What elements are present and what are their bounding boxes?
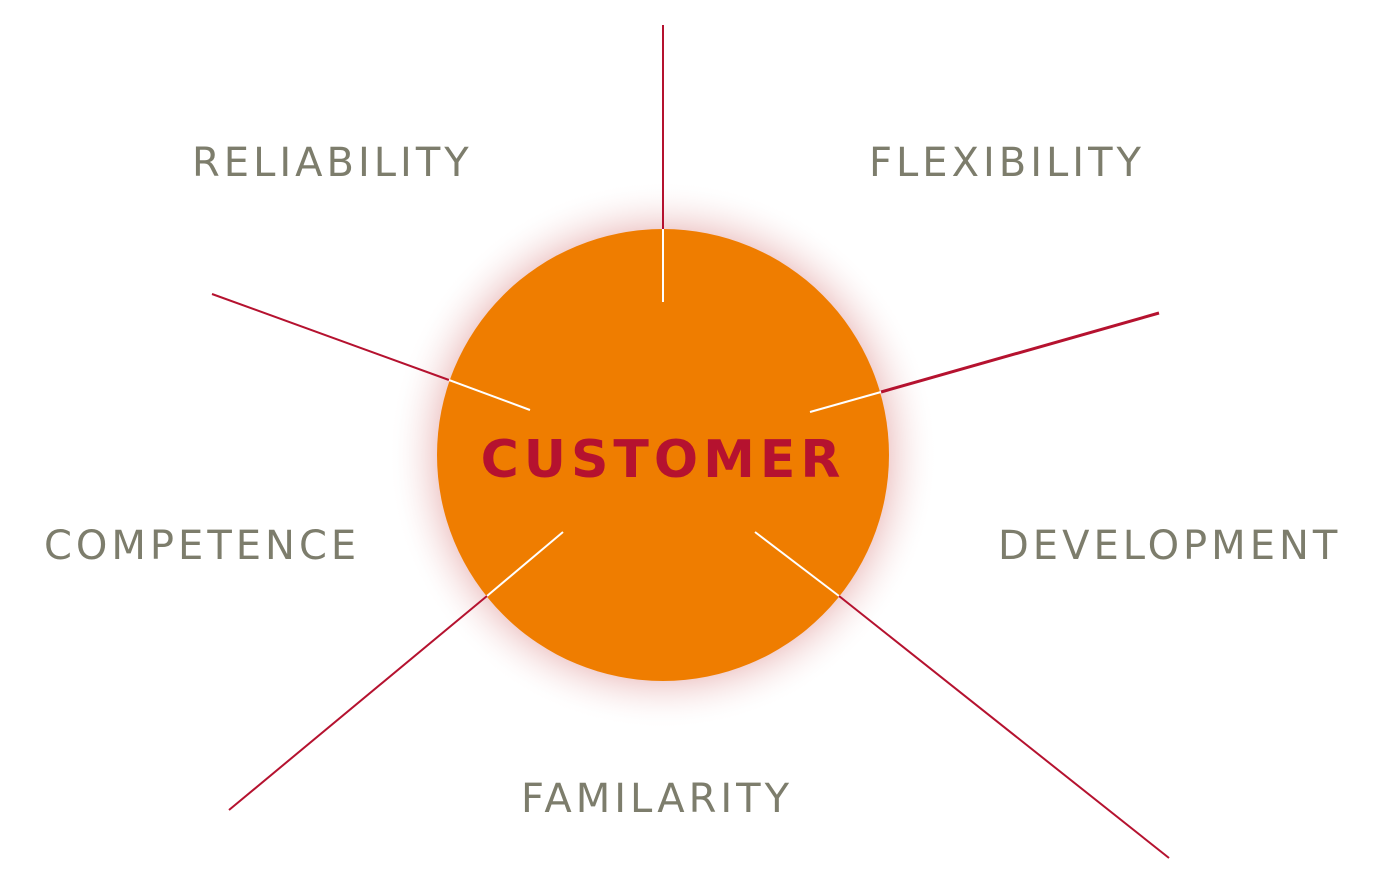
- label-development: DEVELOPMENT: [998, 523, 1342, 569]
- spoke-inner-competence: [486, 531, 564, 597]
- spoke-line-development: [838, 595, 1170, 859]
- label-reliability: RELIABILITY: [192, 140, 473, 186]
- label-familarity: FAMILARITY: [521, 776, 794, 822]
- spoke-line-reliability: [211, 293, 450, 381]
- spoke-line-competence: [228, 595, 488, 811]
- spoke-inner-development: [754, 531, 840, 597]
- label-flexibility: FLEXIBILITY: [869, 140, 1145, 186]
- customer-circle: [437, 229, 889, 681]
- spoke-inner-reliability: [448, 379, 531, 411]
- spoke-inner-flexibility: [809, 391, 882, 413]
- label-competence: COMPETENCE: [44, 523, 361, 569]
- center-label: CUSTOMER: [480, 430, 846, 490]
- spoke-line-flexibility: [880, 311, 1160, 394]
